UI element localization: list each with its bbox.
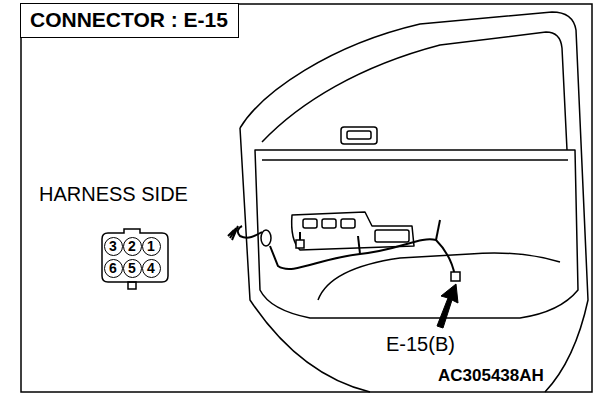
pin-circle: 2	[123, 237, 142, 256]
pin-circle: 4	[142, 259, 161, 278]
door-pocket	[470, 253, 560, 262]
switch	[303, 219, 317, 228]
figure-frame	[21, 4, 592, 392]
door-outline	[240, 12, 588, 392]
belt-line	[262, 159, 568, 161]
pin-number: 5	[128, 261, 136, 275]
title-box: CONNECTOR : E-15	[20, 3, 239, 38]
connector-mark	[296, 240, 304, 248]
connector-label: E-15(B)	[384, 333, 457, 356]
grommet	[261, 230, 271, 246]
wire-end	[228, 226, 238, 240]
door-outer-edge	[240, 12, 588, 392]
inside-handle-recess	[341, 127, 377, 144]
pin-circle: 6	[104, 259, 123, 278]
connector-lock	[128, 282, 136, 289]
harness-branch	[358, 236, 360, 254]
door-trim-panel	[255, 150, 578, 318]
pin-number: 6	[109, 261, 117, 275]
pointer-arrow	[437, 284, 458, 328]
harness-branch	[436, 220, 440, 240]
pin-circle: 1	[142, 237, 161, 256]
switch	[322, 219, 336, 228]
connector-housing	[102, 229, 168, 282]
inside-handle	[347, 131, 371, 139]
view-label: HARNESS SIDE	[37, 183, 190, 206]
pin-number: 3	[109, 239, 117, 253]
window-frame	[262, 32, 567, 150]
switch	[341, 219, 355, 228]
connector-e15	[451, 272, 460, 281]
pull-pocket	[375, 230, 409, 242]
pin-circle: 3	[104, 237, 123, 256]
diagram-title: CONNECTOR : E-15	[30, 8, 228, 31]
connector-face	[102, 229, 168, 289]
armrest-switch-panel	[292, 212, 414, 250]
wiring-harness	[228, 220, 455, 276]
harness-wire	[270, 239, 455, 276]
pin-number: 2	[128, 239, 136, 253]
pin-circle: 5	[123, 259, 142, 278]
pin-number: 1	[147, 239, 155, 253]
pin-number: 4	[147, 261, 155, 275]
harness-grommet-wire	[238, 226, 262, 238]
figure-code: AC305438AH	[436, 366, 546, 386]
